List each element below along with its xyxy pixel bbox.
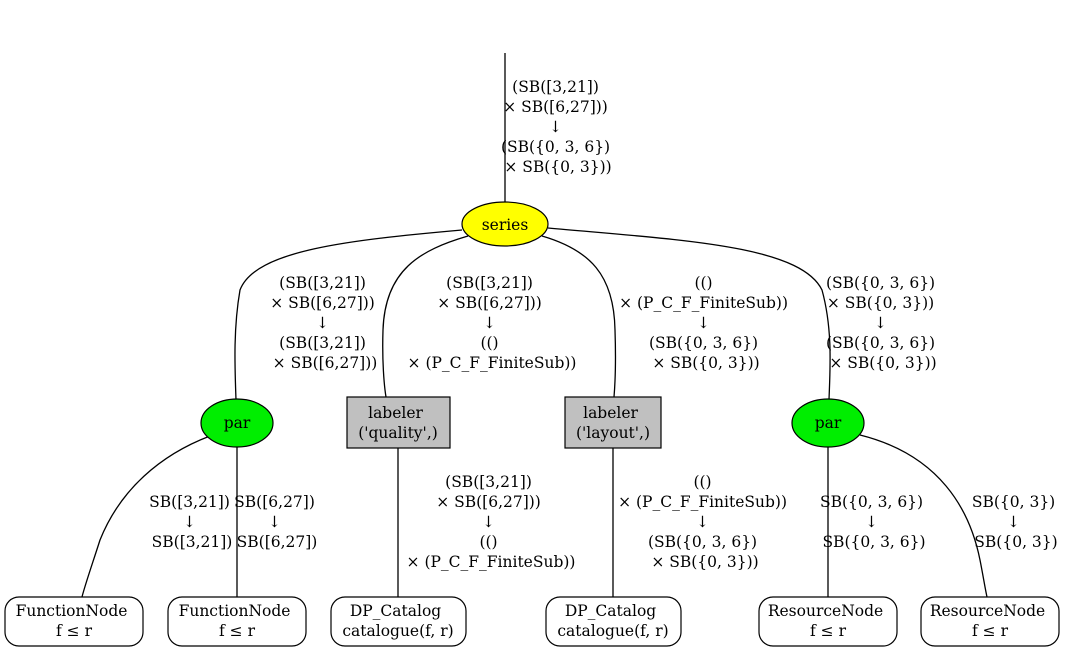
resource-node-2-shape [920, 596, 1060, 647]
series-node[interactable]: series [461, 201, 549, 247]
edge-label-par-left-fn2: SB([6,27]) ↓ SB([6,27]) [234, 493, 320, 551]
dp-catalog-node-1[interactable]: DP_Catalog catalogue(f, r) [330, 596, 467, 647]
par-node-right[interactable]: par [791, 398, 865, 448]
par-node-left[interactable]: par [200, 398, 274, 448]
dp-catalog-node-2[interactable]: DP_Catalog catalogue(f, r) [545, 596, 682, 647]
edge-par-right-res2 [859, 434, 988, 598]
resource-node-2[interactable]: ResourceNode f ≤ r [920, 596, 1060, 647]
series-node-label: series [482, 216, 529, 234]
function-node-2-label: FunctionNode f ≤ r [179, 602, 296, 640]
edge-label-layout-catalog: (() × (P_C_F_FiniteSub)) ↓ (SB({0, 3, 6}… [618, 473, 792, 571]
resource-node-2-label: ResourceNode f ≤ r [930, 602, 1050, 640]
edge-label-par-right-res2: SB({0, 3}) ↓ SB({0, 3}) [972, 493, 1060, 551]
dp-catalog-node-2-label: DP_Catalog catalogue(f, r) [557, 602, 668, 640]
function-node-1-label: FunctionNode f ≤ r [16, 602, 133, 640]
edge-label-quality-catalog: (SB([3,21]) × SB([6,27])) ↓ (() × (P_C_F… [407, 473, 576, 571]
labeler-layout-shape [564, 396, 662, 449]
edge-series-labeler-layout [541, 235, 617, 398]
edge-series-labeler-quality [382, 235, 469, 398]
edge-series-par-right [547, 227, 831, 401]
edge-par-left-fn1 [81, 435, 211, 598]
par-node-left-label: par [224, 414, 251, 432]
edge-label-series-par-left: (SB([3,21]) × SB([6,27])) ↓ (SB([3,21]) … [270, 274, 380, 372]
edge-series-par-left [234, 229, 463, 401]
par-node-left-shape [200, 398, 274, 448]
edge-labels: (SB([3,21]) × SB([6,27])) ↓ (SB({0, 3, 6… [149, 78, 1060, 571]
dp-catalog-node-2-shape [545, 596, 682, 647]
labeler-layout-node[interactable]: labeler ('layout',) [564, 396, 662, 449]
edge-label-series-par-right: (SB({0, 3, 6}) × SB({0, 3})) ↓ (SB({0, 3… [826, 274, 940, 372]
function-node-1[interactable]: FunctionNode f ≤ r [4, 596, 144, 647]
edge-label-series-labeler-layout: (() × (P_C_F_FiniteSub)) ↓ (SB({0, 3, 6}… [619, 274, 793, 372]
resource-node-1-shape [758, 596, 898, 647]
edge-label-series-labeler-quality: (SB([3,21]) × SB([6,27])) ↓ (() × (P_C_F… [408, 274, 577, 372]
labeler-quality-node[interactable]: labeler ('quality',) [346, 396, 451, 449]
nodes: series par par labeler ('quality',) labe… [4, 201, 1060, 647]
edge-label-par-right-res1: SB({0, 3, 6}) ↓ SB({0, 3, 6}) [820, 493, 928, 551]
function-node-2-shape [167, 596, 307, 647]
labeler-quality-label: labeler ('quality',) [358, 404, 438, 442]
resource-node-1[interactable]: ResourceNode f ≤ r [758, 596, 898, 647]
edge-label-top: (SB([3,21]) × SB([6,27])) ↓ (SB({0, 3, 6… [501, 78, 615, 176]
par-node-right-label: par [815, 414, 842, 432]
dp-catalog-node-1-label: DP_Catalog catalogue(f, r) [342, 602, 453, 640]
dp-catalog-node-1-shape [330, 596, 467, 647]
function-node-2[interactable]: FunctionNode f ≤ r [167, 596, 307, 647]
function-node-1-shape [4, 596, 144, 647]
par-node-right-shape [791, 398, 865, 448]
edges [81, 53, 988, 598]
edge-label-par-left-fn1: SB([3,21]) ↓ SB([3,21]) [149, 493, 235, 551]
resource-node-1-label: ResourceNode f ≤ r [768, 602, 888, 640]
labeler-layout-label: labeler ('layout',) [576, 404, 650, 442]
labeler-quality-shape [346, 396, 451, 449]
series-node-shape [461, 201, 549, 247]
